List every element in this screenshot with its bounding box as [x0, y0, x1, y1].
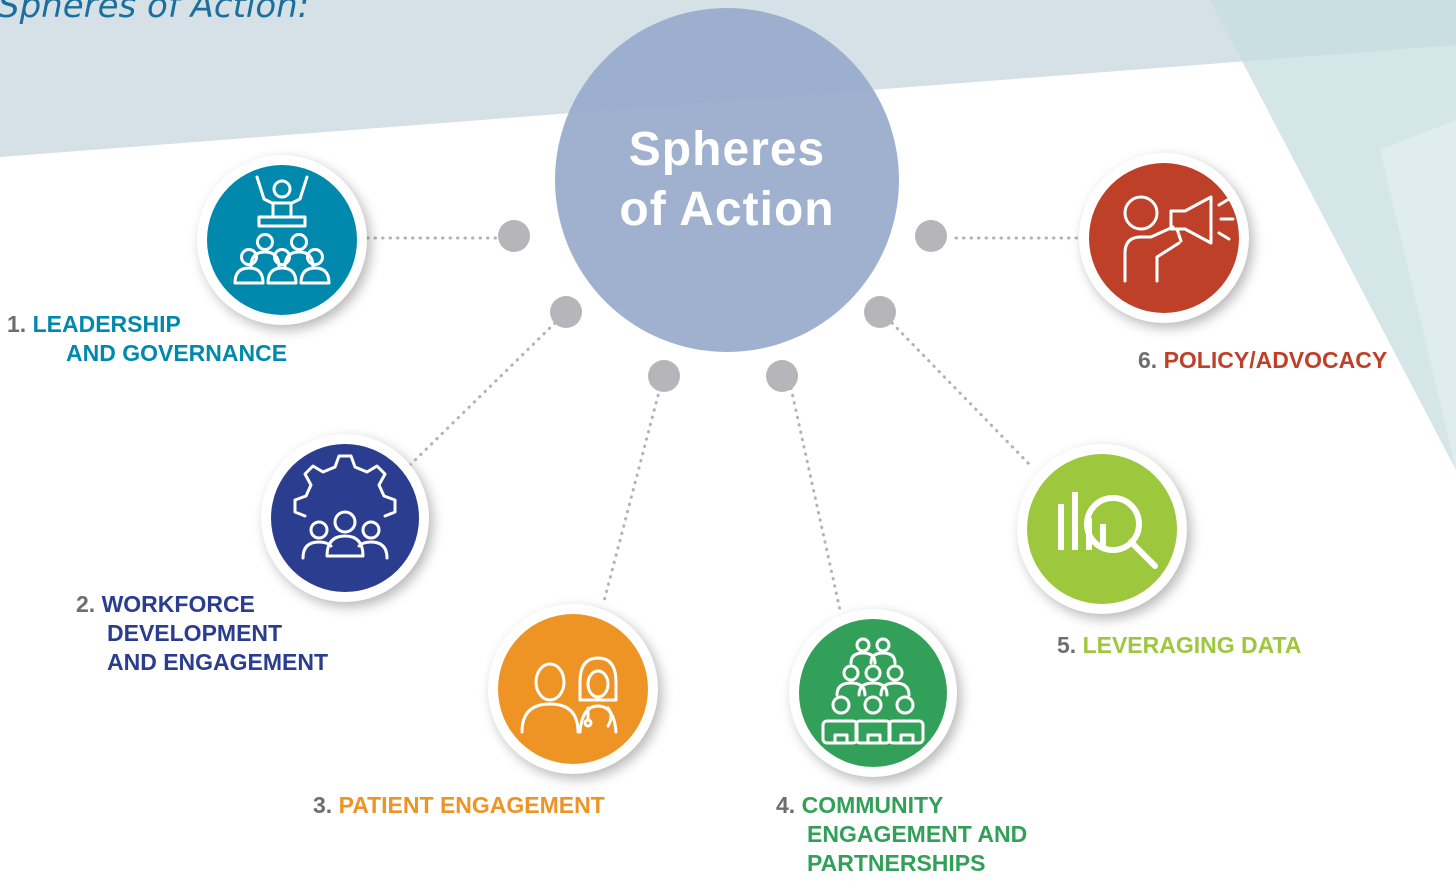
team-gear-icon	[293, 454, 397, 560]
sphere-title-line: LEADERSHIP	[32, 311, 181, 337]
sphere-label-leadership: 1. LEADERSHIP AND GOVERNANCE	[7, 310, 287, 368]
connector-dot-6	[915, 220, 947, 252]
sphere-number: 4.	[776, 792, 796, 818]
sphere-title-line: POLICY/ADVOCACY	[1163, 347, 1388, 373]
sphere-title-line: ENGAGEMENT AND	[807, 821, 1028, 847]
sphere-node-leadership	[197, 155, 367, 325]
page-title: Spheres of Action:	[0, 0, 310, 26]
connector-dot-3	[648, 360, 680, 392]
sphere-label-policy: 6. POLICY/ADVOCACY	[1138, 346, 1387, 375]
sphere-number: 3.	[313, 792, 333, 818]
sphere-node-community	[789, 609, 957, 777]
connector-dot-5	[864, 296, 896, 328]
sphere-title-line: AND ENGAGEMENT	[107, 649, 329, 675]
sphere-title-line: AND GOVERNANCE	[66, 340, 288, 366]
sphere-title-line: PATIENT ENGAGEMENT	[338, 792, 605, 818]
sphere-label-data: 5. LEVERAGING DATA	[1057, 631, 1302, 660]
sphere-label-workforce: 2. WORKFORCE DEVELOPMENT AND ENGAGEMENT	[76, 590, 328, 677]
sphere-number: 1.	[7, 311, 27, 337]
sphere-title-line: COMMUNITY	[801, 792, 944, 818]
sphere-node-policy	[1079, 153, 1249, 323]
connector-dot-4	[766, 360, 798, 392]
center-title-line-1: Spheres	[628, 123, 826, 176]
connector-dot-2	[550, 296, 582, 328]
community-crowd-icon	[821, 637, 925, 745]
sphere-label-community: 4. COMMUNITY ENGAGEMENT AND PARTNERSHIPS	[776, 791, 1027, 878]
sphere-node-workforce	[261, 434, 429, 602]
sphere-node-patient	[488, 604, 658, 774]
sphere-title-line: DEVELOPMENT	[107, 620, 283, 646]
sphere-node-data	[1017, 444, 1187, 614]
megaphone-person-icon	[1123, 195, 1235, 283]
leader-with-group-icon	[233, 175, 331, 285]
sphere-number: 2.	[76, 591, 96, 617]
center-sphere: Spheres of Action	[555, 8, 899, 352]
patient-and-doctor-icon	[520, 656, 618, 734]
sphere-number: 5.	[1057, 632, 1077, 658]
sphere-number: 6.	[1138, 347, 1158, 373]
sphere-label-patient: 3. PATIENT ENGAGEMENT	[313, 791, 605, 820]
sphere-title-line: WORKFORCE	[101, 591, 255, 617]
chart-magnifier-icon	[1058, 492, 1158, 569]
sphere-title-line: LEVERAGING DATA	[1082, 632, 1302, 658]
connector-dot-1	[498, 220, 530, 252]
sphere-title-line: PARTNERSHIPS	[807, 850, 986, 876]
center-title-line-2: of Action	[619, 183, 835, 236]
